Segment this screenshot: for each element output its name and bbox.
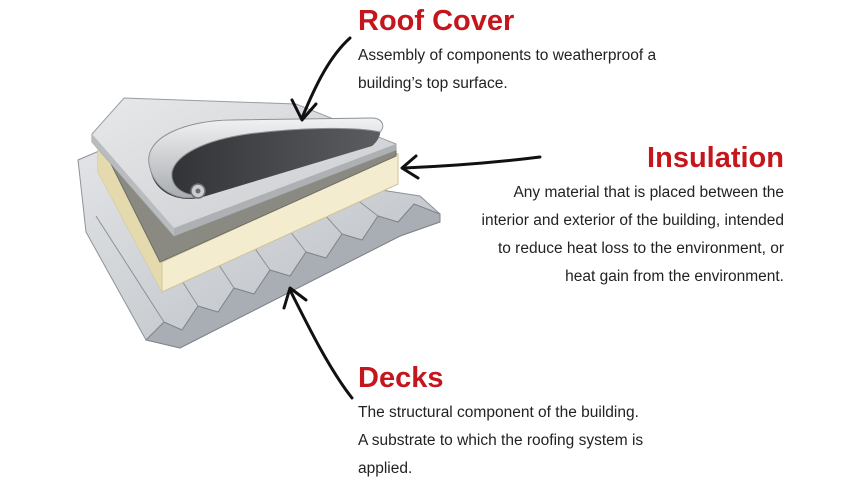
roof-cover-arrow (290, 36, 352, 122)
decks-line: applied. (358, 460, 413, 477)
insulation-title: Insulation (647, 142, 784, 174)
decks-line: A substrate to which the roofing system … (358, 432, 644, 449)
insulation-line: interior and exterior of the building, i… (481, 212, 784, 229)
insulation-arrow (400, 154, 542, 180)
decks-description: The structural component of the building… (358, 399, 643, 483)
roof-cover-title: Roof Cover (358, 5, 515, 37)
roof-cover-line: Assembly of components to weatherproof a (358, 47, 657, 64)
insulation-line: heat gain from the environment. (565, 268, 784, 285)
roof-cover-description: Assembly of components to weatherproof a… (358, 42, 656, 98)
roof-cover-callout: Roof Cover Assembly of components to wea… (358, 4, 656, 98)
roof-membrane-layer (91, 97, 397, 237)
insulation-line: Any material that is placed between the (513, 184, 784, 201)
decks-line: The structural component of the building… (358, 404, 639, 421)
insulation-description: Any material that is placed between the … (482, 179, 784, 291)
insulation-line: to reduce heat loss to the environment, … (497, 240, 784, 257)
insulation-callout: Insulation Any material that is placed b… (482, 141, 784, 291)
decks-callout: Decks The structural component of the bu… (358, 361, 643, 483)
decks-arrow (282, 286, 354, 400)
decks-title: Decks (358, 362, 444, 394)
roof-cover-line: building’s top surface. (358, 75, 508, 92)
